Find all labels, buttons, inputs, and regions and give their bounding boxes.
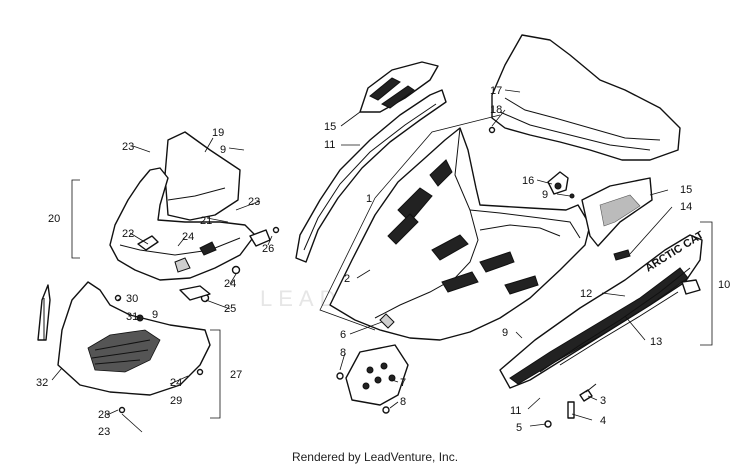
- callout-9: 9: [542, 189, 548, 201]
- callout-2: 2: [344, 273, 350, 285]
- callout-18: 18: [490, 104, 502, 116]
- callout-22: 22: [122, 228, 134, 240]
- callout-23: 23: [122, 141, 134, 153]
- side-vent: [581, 177, 653, 261]
- callout-7: 7: [400, 377, 406, 389]
- side-panel: ARCTIC CAT: [499, 229, 706, 428]
- callout-17: 17: [490, 85, 502, 97]
- lower-nose: [37, 281, 211, 414]
- callout-9: 9: [152, 309, 158, 321]
- callout-11: 12: [580, 288, 592, 300]
- callout-24: 24: [224, 278, 236, 290]
- upper-nose: [109, 131, 280, 303]
- callout-23: 23: [98, 426, 110, 438]
- callout-19: 19: [212, 127, 224, 139]
- callout-1: 1: [366, 193, 372, 205]
- callout-9: 9: [220, 144, 226, 156]
- callout-24: 24: [182, 231, 194, 243]
- callout-25: 25: [224, 303, 236, 315]
- callout-11: 11: [324, 139, 335, 151]
- callout-14: 14: [680, 201, 692, 213]
- callout-3: 3: [600, 395, 606, 407]
- callout-27: 27: [230, 369, 242, 381]
- hardware-3-4: [579, 383, 597, 402]
- bracket-1: [374, 114, 501, 199]
- upper-vent-trim: [295, 61, 447, 263]
- callout-5: 5: [516, 422, 522, 434]
- callout-15: 15: [680, 184, 692, 196]
- render-credit: Rendered by LeadVenture, Inc.: [291, 450, 459, 464]
- hood-assembly: [329, 127, 591, 341]
- callout-15: 15: [324, 121, 336, 133]
- callout-10: 10: [718, 279, 730, 291]
- callout-labels: 23 19 9 20 23 21 22 24 26 24 25 30 31 9 …: [36, 85, 730, 438]
- bracket-1b: [319, 197, 376, 331]
- callout-20: 20: [48, 213, 60, 225]
- callout-4: 4: [600, 415, 606, 427]
- callout-21: 21: [200, 215, 212, 227]
- callout-6: 6: [340, 329, 346, 341]
- windshield: [488, 34, 681, 161]
- callout-24: 24: [170, 377, 182, 389]
- callout-31: 31: [126, 311, 138, 323]
- callout-13: 13: [650, 336, 662, 348]
- bracket-20: [71, 179, 80, 259]
- callout-32: 32: [36, 377, 48, 389]
- leader-lines: [51, 89, 673, 433]
- hood-plate: [336, 344, 409, 414]
- bracket-10: [700, 221, 713, 346]
- callout-12: 11: [510, 405, 521, 417]
- bracket-16: [547, 171, 575, 199]
- callout-23: 23: [248, 196, 260, 208]
- callout-29: 29: [170, 395, 182, 407]
- callout-16: 16: [522, 175, 534, 187]
- callout-8: 8: [400, 396, 406, 408]
- callout-8: 8: [340, 347, 346, 359]
- callout-28: 28: [98, 409, 110, 421]
- callout-30: 30: [126, 293, 138, 305]
- callout-26: 26: [262, 243, 274, 255]
- callout-9: 9: [502, 327, 508, 339]
- bracket-27: [210, 329, 221, 419]
